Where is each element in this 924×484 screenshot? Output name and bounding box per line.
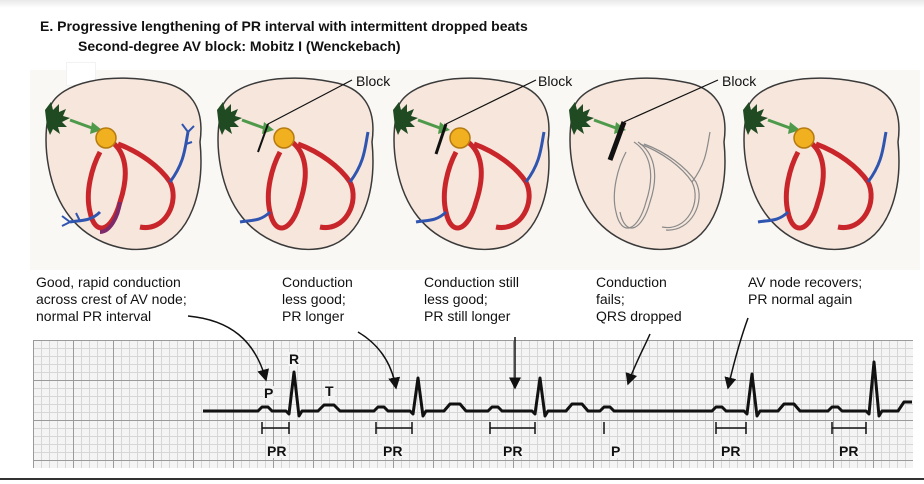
pr-bracket <box>832 422 866 434</box>
pr-bracket <box>262 422 289 434</box>
pr-bracket <box>716 422 746 434</box>
pr-bracket <box>490 422 535 434</box>
pr-label-2: PR <box>382 444 403 458</box>
pointer-arrow-1 <box>188 316 266 380</box>
r-wave-label: R <box>288 352 300 366</box>
pointer-arrow-4 <box>628 334 650 384</box>
bottom-rule <box>0 478 924 480</box>
ecg-trace <box>203 362 912 416</box>
pr-label-3: PR <box>502 444 523 458</box>
pr-label-5: PR <box>720 444 741 458</box>
pr-label-6: PR <box>838 444 859 458</box>
p-wave-label: P <box>263 386 274 400</box>
pr-label-1: PR <box>266 444 287 458</box>
pointer-arrow-2 <box>358 332 396 388</box>
p-label-4: P <box>610 444 621 458</box>
pointer-arrow-5 <box>728 318 748 388</box>
pr-bracket <box>376 422 412 434</box>
t-wave-label: T <box>324 384 335 398</box>
